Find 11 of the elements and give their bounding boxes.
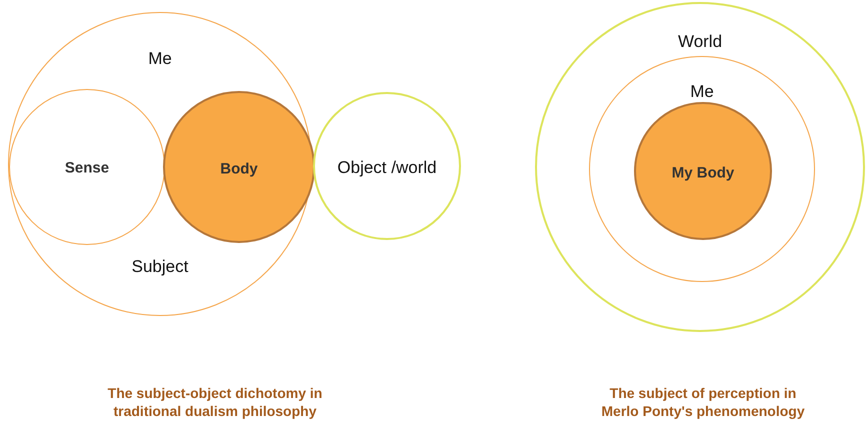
circle-label: Me xyxy=(689,82,715,102)
subject-circle xyxy=(8,12,312,316)
circle-label: Me xyxy=(147,49,173,69)
circle-label: Sense xyxy=(64,160,110,176)
caption: The subject-object dichotomy in traditional dualism philosophy xyxy=(106,384,324,420)
circle-label: Subject xyxy=(130,257,190,277)
circle-label: World xyxy=(676,32,724,52)
caption: The subject of perception in Merlo Ponty's phenomenology xyxy=(600,384,806,420)
circle-label: My Body xyxy=(670,164,736,182)
circle-label: Object /world xyxy=(336,158,438,178)
circle-label: Body xyxy=(219,160,259,178)
